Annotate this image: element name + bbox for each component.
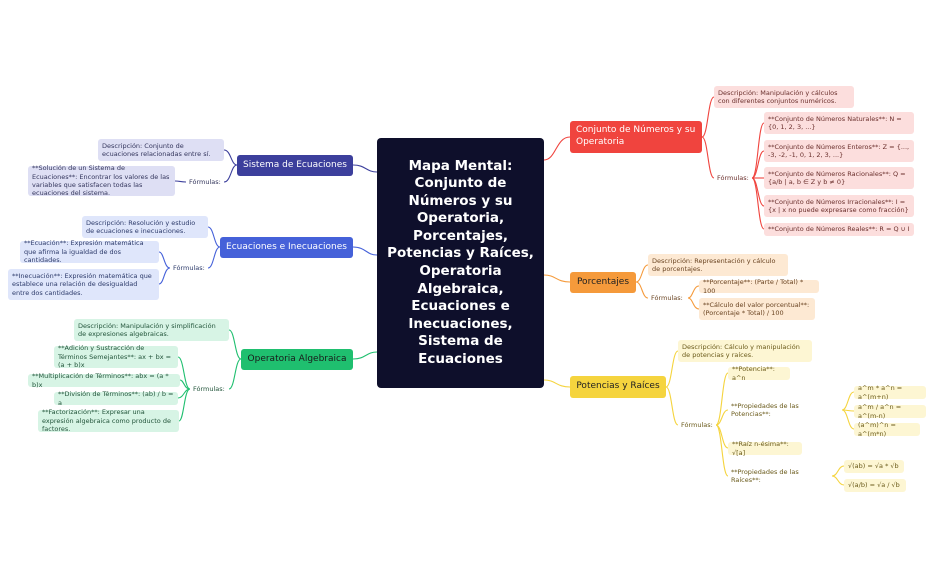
link-conjunto xyxy=(543,136,571,161)
branch-label: Ecuaciones e Inecuaciones xyxy=(226,241,347,252)
formula-adicion-sustraccion[interactable]: **Adición y Sustracción de Términos Seme… xyxy=(54,344,178,369)
algebraica-formulas-label[interactable]: Fórmulas: xyxy=(193,384,225,393)
branch-sistema-ecuaciones[interactable]: Sistema de Ecuaciones xyxy=(237,155,353,176)
branch-label: Conjunto de Números y su Operatoria xyxy=(576,125,696,147)
branch-label: Sistema de Ecuaciones xyxy=(243,159,347,170)
prop-pot-potencia[interactable]: (a^m)^n = a^(m*n) xyxy=(854,421,920,438)
conjunto-description[interactable]: Descripción: Manipulación y cálculos con… xyxy=(714,86,854,108)
formula-solucion-sistema[interactable]: **Solución de un Sistema de Ecuaciones**… xyxy=(28,164,175,197)
branch-label: Potencias y Raíces xyxy=(576,381,660,392)
ecuaciones-formulas-label[interactable]: Fórmulas: xyxy=(173,263,205,272)
propiedades-potencias-label[interactable]: **Propiedades de las Potencias**: xyxy=(731,401,799,418)
algebraica-description[interactable]: Descripción: Manipulación y simplificaci… xyxy=(74,319,229,341)
prop-pot-cociente[interactable]: a^m / a^n = a^(m-n) xyxy=(854,403,926,420)
formula-ecuacion[interactable]: **Ecuación**: Expresión matemática que a… xyxy=(20,239,159,264)
ecuaciones-description[interactable]: Descripción: Resolución y estudio de ecu… xyxy=(82,216,208,238)
formula-reales[interactable]: **Conjunto de Números Reales**: R = Q ∪ … xyxy=(764,223,914,236)
conjunto-formulas-label[interactable]: Fórmulas: xyxy=(717,173,749,182)
sistema-description[interactable]: Descripción: Conjunto de ecuaciones rela… xyxy=(98,139,224,161)
link-potencias xyxy=(543,379,571,388)
formula-potencia[interactable]: **Potencia**: a^n xyxy=(728,365,790,382)
prop-raiz-producto[interactable]: √(ab) = √a * √b xyxy=(844,460,904,473)
branch-porcentajes[interactable]: Porcentajes xyxy=(570,272,636,293)
formula-valor-porcentual[interactable]: **Cálculo del valor porcentual**: (Porce… xyxy=(699,298,815,320)
formula-enteros[interactable]: **Conjunto de Números Enteros**: Z = {..… xyxy=(764,140,914,162)
branch-potencias-raices[interactable]: Potencias y Raíces xyxy=(570,376,666,398)
link-sistema xyxy=(352,164,378,173)
potencias-formulas-label[interactable]: Fórmulas: xyxy=(681,420,713,429)
sistema-formulas-label[interactable]: Fórmulas: xyxy=(189,177,221,186)
branch-label: Porcentajes xyxy=(576,276,630,287)
link-ecuaciones xyxy=(352,246,378,256)
prop-raiz-cociente[interactable]: √(a/b) = √a / √b xyxy=(844,479,906,492)
prop-pot-producto[interactable]: a^m * a^n = a^(m+n) xyxy=(854,384,926,401)
central-topic-label: Mapa Mental: Conjunto de Números y su Op… xyxy=(387,157,534,367)
porcentajes-formulas-label[interactable]: Fórmulas: xyxy=(651,293,683,302)
formula-porcentaje[interactable]: **Porcentaje**: (Parte / Total) * 100 xyxy=(699,278,819,295)
formula-naturales[interactable]: **Conjunto de Números Naturales**: N = {… xyxy=(764,112,914,134)
formula-factorizacion[interactable]: **Factorización**: Expresar una expresió… xyxy=(38,408,179,433)
branch-conjunto-numeros[interactable]: Conjunto de Números y su Operatoria xyxy=(570,121,702,153)
branch-label: Operatoria Algebraica xyxy=(247,353,347,364)
branch-ecuaciones-inecuaciones[interactable]: Ecuaciones e Inecuaciones xyxy=(220,237,353,258)
formula-division[interactable]: **División de Términos**: (ab) / b = a xyxy=(54,390,178,407)
formula-inecuacion[interactable]: **Inecuación**: Expresión matemática que… xyxy=(8,269,159,300)
porcentajes-description[interactable]: Descripción: Representación y cálculo de… xyxy=(648,254,788,276)
potencias-description[interactable]: Descripción: Cálculo y manipulación de p… xyxy=(678,340,812,362)
link-algebraica xyxy=(352,351,378,360)
formula-irracionales[interactable]: **Conjunto de Números Irracionales**: I … xyxy=(764,195,914,217)
branch-operatoria-algebraica[interactable]: Operatoria Algebraica xyxy=(241,349,353,370)
formula-raiz[interactable]: **Raíz n-ésima**: √[a] xyxy=(728,440,802,457)
formula-racionales[interactable]: **Conjunto de Números Racionales**: Q = … xyxy=(764,167,914,189)
link-porcentajes xyxy=(543,274,571,283)
propiedades-raices-label[interactable]: **Propiedades de las Raíces**: xyxy=(731,467,799,484)
formula-multiplicacion[interactable]: **Multiplicación de Términos**: abx = (a… xyxy=(28,372,180,389)
central-topic[interactable]: Mapa Mental: Conjunto de Números y su Op… xyxy=(377,138,544,388)
